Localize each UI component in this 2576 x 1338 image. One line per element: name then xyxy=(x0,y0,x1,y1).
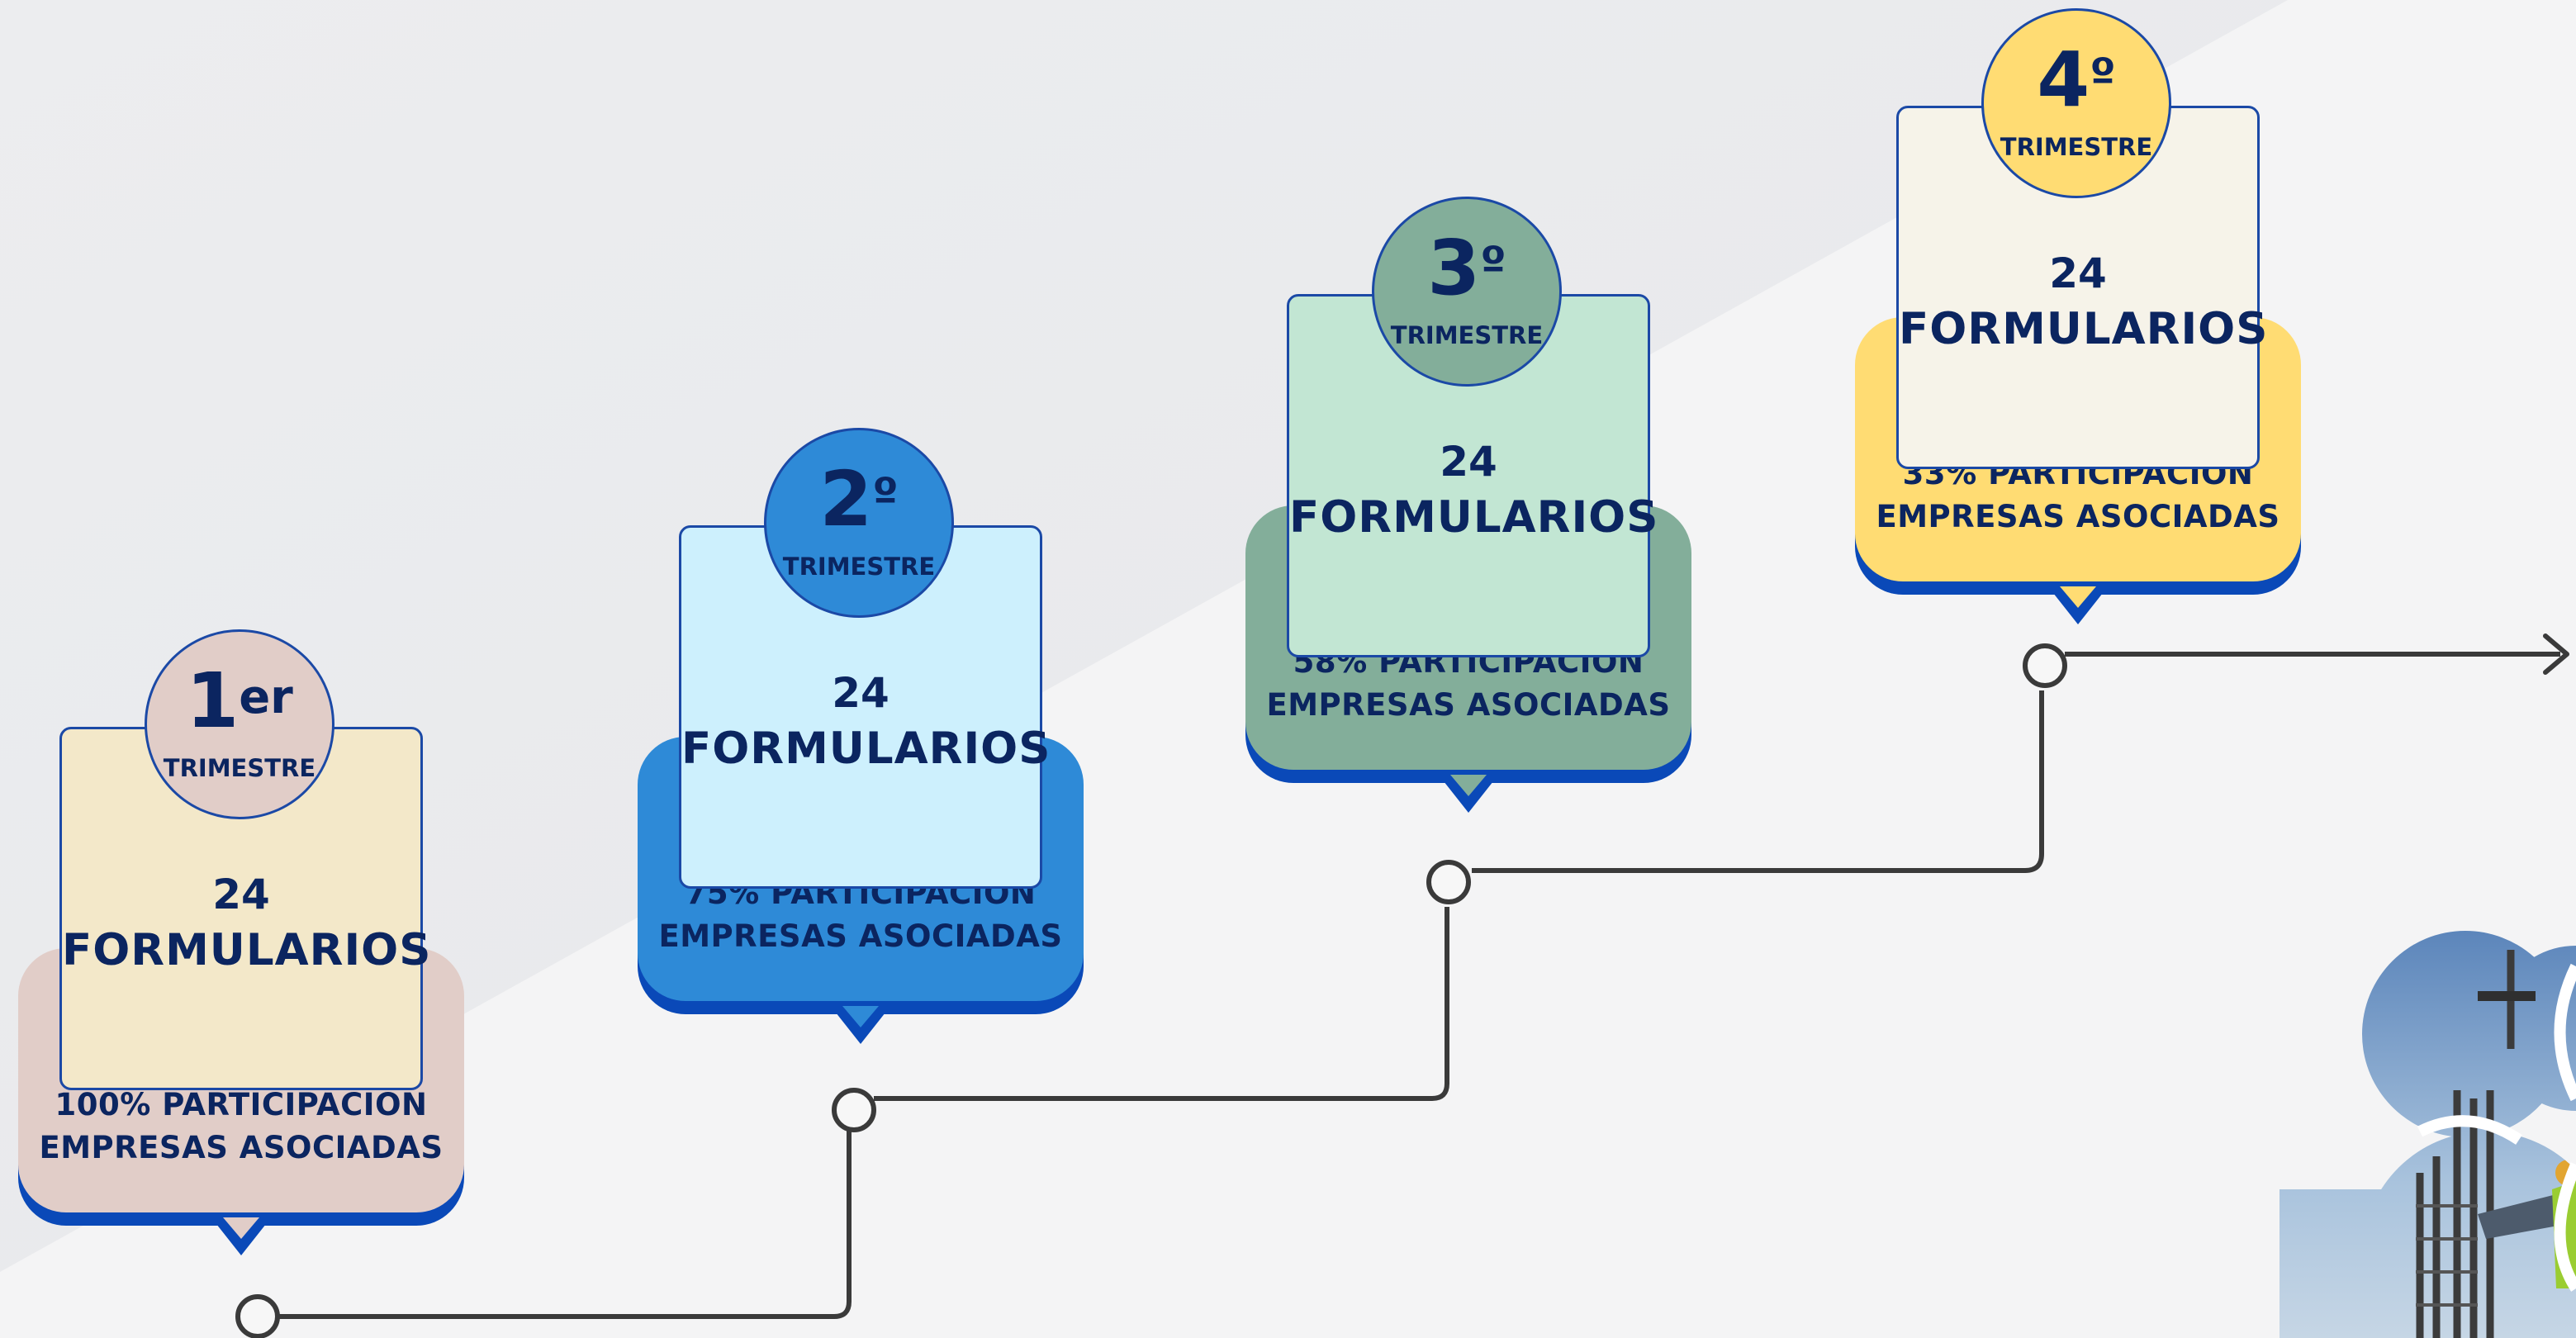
forms-count: 24 xyxy=(212,871,270,918)
participation-label: EMPRESAS ASOCIADAS xyxy=(1876,499,2280,534)
participation-label: EMPRESAS ASOCIADAS xyxy=(1266,687,1671,723)
timeline-node-4 xyxy=(2023,643,2067,688)
forms-count: 24 xyxy=(832,669,890,717)
quarter-badge: 2º TRIMESTRE xyxy=(764,428,954,618)
timeline-node-3 xyxy=(1426,860,1471,904)
quarter-ordinal: 1er xyxy=(186,657,293,745)
quarter-ordinal: 3º xyxy=(1427,224,1506,312)
participation-text: 58% PARTICIPACIÓN EMPRESAS ASOCIADAS xyxy=(1245,641,1691,727)
timeline-node-1 xyxy=(235,1294,280,1338)
period-label: TRIMESTRE xyxy=(1390,321,1544,349)
forms-label: FORMULARIOS xyxy=(62,925,432,975)
quarter-badge: 4º TRIMESTRE xyxy=(1981,8,2171,198)
participation-percentage: 100% PARTICIPACIÓN xyxy=(55,1087,428,1122)
participation-text: 100% PARTICIPACIÓN EMPRESAS ASOCIADAS xyxy=(18,1084,464,1170)
period-label: TRIMESTRE xyxy=(163,754,316,782)
period-label: TRIMESTRE xyxy=(2000,133,2153,161)
quarter-badge: 3º TRIMESTRE xyxy=(1372,197,1562,387)
quarter-badge: 1er TRIMESTRE xyxy=(145,629,334,819)
timeline-node-2 xyxy=(832,1088,876,1132)
forms-label: FORMULARIOS xyxy=(681,724,1051,774)
period-label: TRIMESTRE xyxy=(782,553,936,581)
forms-label: FORMULARIOS xyxy=(1289,492,1659,543)
forms-count: 24 xyxy=(2049,249,2107,297)
participation-label: EMPRESAS ASOCIADAS xyxy=(658,918,1063,954)
quarter-ordinal: 4º xyxy=(2037,36,2116,124)
forms-count: 24 xyxy=(1440,438,1497,486)
quarter-ordinal: 2º xyxy=(819,455,899,543)
participation-label: EMPRESAS ASOCIADAS xyxy=(39,1130,444,1165)
forms-label: FORMULARIOS xyxy=(1899,304,2269,354)
